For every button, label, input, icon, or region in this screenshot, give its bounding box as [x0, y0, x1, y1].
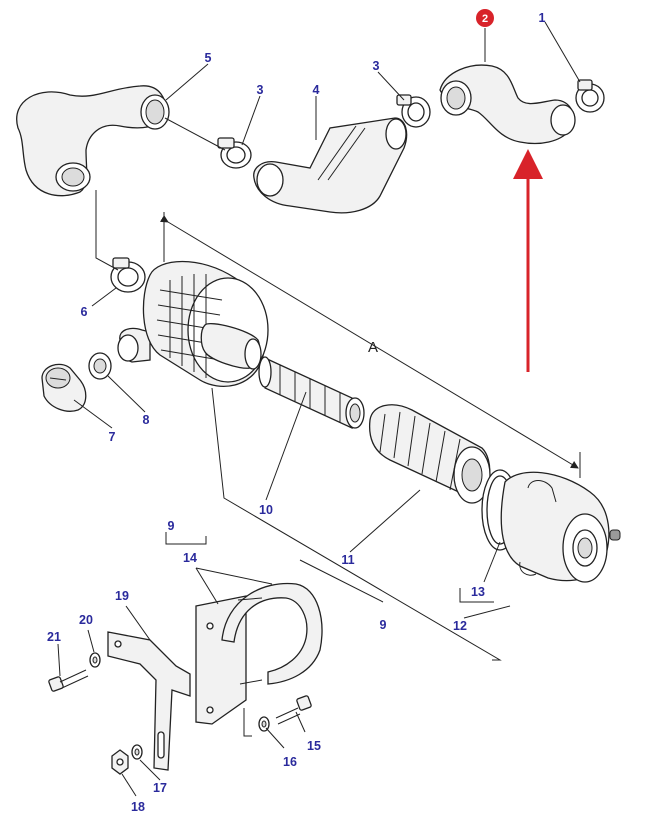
hose-part-2 — [439, 64, 576, 145]
callout-20: 20 — [79, 613, 93, 627]
safety-element-part-10 — [258, 356, 365, 430]
callout-2: 2 — [482, 13, 488, 25]
callout-18: 18 — [131, 800, 145, 814]
callout-8: 8 — [143, 413, 150, 427]
callout-10: 10 — [259, 503, 273, 517]
nut-part-18 — [111, 749, 129, 775]
callout-17: 17 — [153, 781, 167, 795]
hose-clamp-part-3-left — [217, 137, 252, 169]
callout-13: 13 — [471, 585, 485, 599]
cap-part-7 — [41, 363, 87, 412]
hose-clamp-part-1 — [575, 79, 605, 113]
callout-1: 1 — [539, 11, 546, 25]
washer-part-8 — [88, 352, 112, 380]
callout-11: 11 — [341, 553, 354, 567]
callout-3-left: 3 — [257, 83, 264, 97]
callout-12: 12 — [453, 619, 467, 633]
callout-4: 4 — [313, 83, 320, 97]
highlight-badge: 2 — [476, 9, 494, 27]
washer-part-20 — [89, 652, 101, 668]
elbow-duct-part-4 — [253, 117, 408, 214]
leader-lines — [57, 21, 581, 797]
dimension-label: A — [368, 339, 378, 356]
hose-clamp-part-6 — [110, 257, 146, 293]
callout-3-right: 3 — [373, 59, 380, 73]
hose-clamp-part-3-right — [396, 94, 431, 128]
washer-part-17 — [131, 744, 143, 760]
callout-9-bracket: 9 — [168, 519, 175, 533]
callout-7: 7 — [109, 430, 116, 444]
callout-16: 16 — [283, 755, 297, 769]
bracket-part-19 — [107, 631, 191, 771]
callout-19: 19 — [115, 589, 129, 603]
dimension-a — [159, 212, 581, 478]
hose-part-5 — [16, 85, 170, 197]
callout-9: 9 — [380, 618, 387, 632]
callout-21: 21 — [47, 630, 61, 644]
washer-part-16 — [258, 716, 270, 732]
bolt-part-21 — [48, 669, 89, 692]
callout-15: 15 — [307, 739, 321, 753]
callout-6: 6 — [81, 305, 88, 319]
main-filter-element-part-11 — [368, 404, 491, 504]
bolt-part-15 — [275, 695, 312, 725]
callout-14: 14 — [183, 551, 197, 565]
end-cover-part-12 — [500, 471, 621, 583]
callout-5: 5 — [205, 51, 212, 65]
mounting-bracket-part-14 — [195, 582, 323, 725]
